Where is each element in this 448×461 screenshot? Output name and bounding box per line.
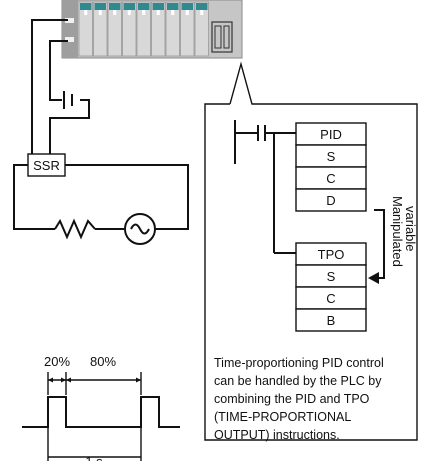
- plc-unit-notch: [171, 10, 175, 15]
- plc-unit-indicator: [138, 3, 150, 10]
- off-duty-label: 80%: [90, 354, 116, 369]
- plc-unit-indicator: [152, 3, 164, 10]
- plc-rack: [61, 0, 243, 59]
- arrowhead-icon: [368, 272, 379, 284]
- plc-unit: [194, 1, 209, 57]
- arrow-label-line2: variable: [403, 206, 418, 252]
- plc-unit-indicator: [123, 3, 135, 10]
- tpo-operand-b: B: [327, 313, 336, 328]
- plc-unit: [151, 1, 166, 57]
- pid-instruction: PID S C D: [295, 122, 367, 212]
- tpo-label: TPO: [318, 247, 345, 262]
- plc-unit: [165, 1, 180, 57]
- plc-unit: [107, 1, 122, 57]
- tpo-instruction: TPO S C B: [295, 242, 367, 332]
- plc-unit-indicator: [94, 3, 106, 10]
- plc-unit: [136, 1, 151, 57]
- plc-unit-notch: [156, 10, 160, 15]
- caption-line-4: (TIME-PROPORTIONAL: [214, 410, 351, 424]
- plc-unit-notch: [98, 10, 102, 15]
- plc-unit-notch: [200, 10, 204, 15]
- plc-unit: [78, 1, 93, 57]
- period-label: 1 s: [85, 454, 103, 461]
- caption-line-2: can be handled by the PLC by: [214, 374, 382, 388]
- plc-unit-notch: [142, 10, 146, 15]
- plc-unit: [122, 1, 137, 57]
- plc-unit-notch: [127, 10, 131, 15]
- timing-diagram: [22, 372, 180, 461]
- plc-unit-notch: [84, 10, 88, 15]
- ssr-label: SSR: [33, 158, 60, 173]
- load-circuit: [13, 164, 189, 230]
- plc-unit-indicator: [196, 3, 208, 10]
- caption-line-5: OUTPUT) instructions.: [214, 428, 340, 442]
- ladder-rung: [234, 120, 296, 254]
- resistor-icon: [54, 218, 96, 240]
- plc-unit-indicator: [80, 3, 92, 10]
- arrow-label-line1: Manipulated: [390, 196, 405, 267]
- caption: Time-proportioning PID control can be ha…: [214, 356, 384, 442]
- pid-label: PID: [320, 127, 342, 142]
- plc-unit-notch: [113, 10, 117, 15]
- caption-line-3: combining the PID and TPO: [214, 392, 370, 406]
- plc-unit: [180, 1, 195, 57]
- pid-operand-d: D: [326, 193, 335, 208]
- plc-io-units: [78, 1, 209, 57]
- on-duty-label: 20%: [44, 354, 70, 369]
- ac-source-icon: [124, 213, 156, 245]
- tpo-operand-s: S: [327, 269, 336, 284]
- output-wiring: [31, 19, 90, 154]
- pid-operand-s: S: [327, 149, 336, 164]
- plc-unit-indicator: [181, 3, 193, 10]
- plc-unit: [93, 1, 108, 57]
- plc-unit-indicator: [109, 3, 121, 10]
- plc-unit-indicator: [167, 3, 179, 10]
- tpo-operand-c: C: [326, 291, 335, 306]
- plc-unit-notch: [185, 10, 189, 15]
- caption-line-1: Time-proportioning PID control: [214, 356, 384, 370]
- callout-box: [204, 61, 418, 441]
- battery-icon: [63, 91, 73, 109]
- pid-operand-c: C: [326, 171, 335, 186]
- manipulated-variable-arrow: [368, 209, 385, 284]
